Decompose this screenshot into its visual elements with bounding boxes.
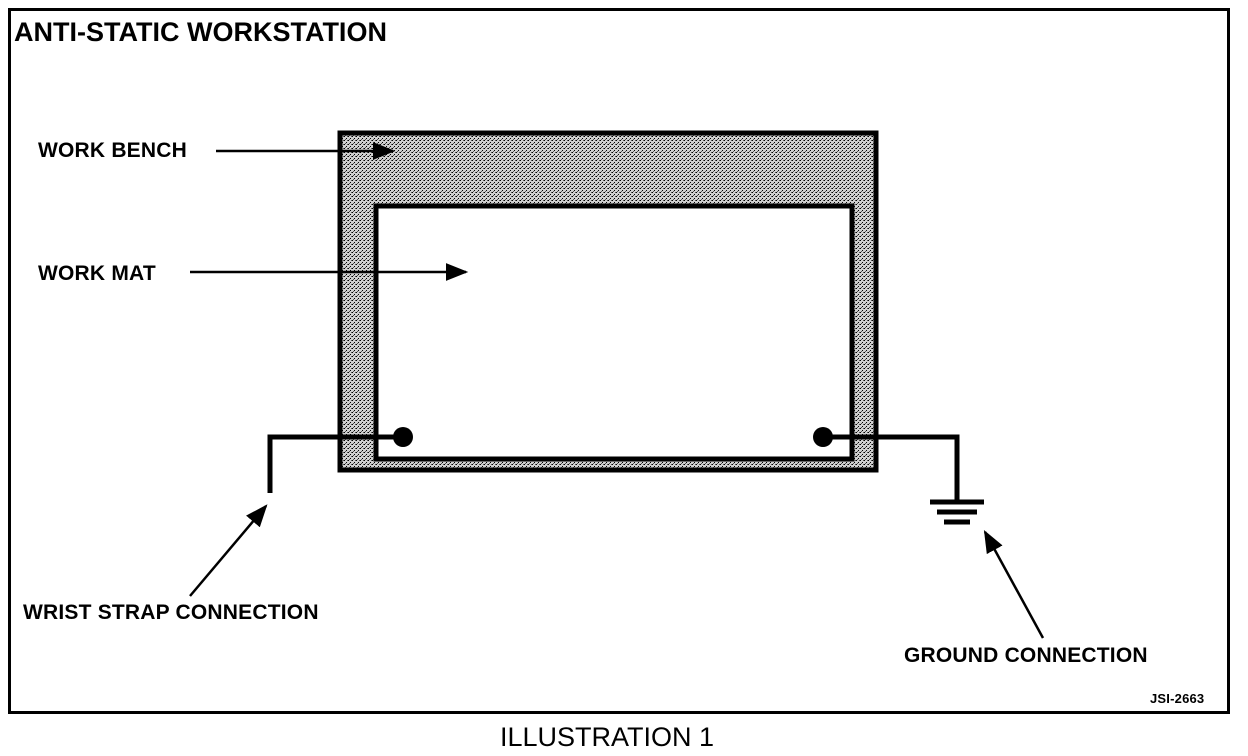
wrist-strap-connection-dot-icon bbox=[393, 427, 413, 447]
ground-symbol-icon bbox=[930, 499, 984, 525]
figure-code: JSI-2663 bbox=[1150, 691, 1205, 706]
work-mat bbox=[373, 203, 855, 462]
figure-caption: ILLUSTRATION 1 bbox=[500, 722, 715, 752]
ground-arrow-icon bbox=[983, 530, 1045, 639]
work-bench-label: WORK BENCH bbox=[38, 139, 187, 162]
wrist-strap-label: WRIST STRAP CONNECTION bbox=[23, 601, 319, 624]
ground-wire bbox=[822, 434, 960, 500]
ground-connection-label: GROUND CONNECTION bbox=[904, 644, 1148, 667]
wrist-strap-wire bbox=[267, 434, 404, 493]
wrist-strap-arrow-icon bbox=[189, 504, 268, 597]
diagram-title: ANTI-STATIC WORKSTATION bbox=[14, 17, 387, 47]
work-mat-label: WORK MAT bbox=[38, 262, 156, 285]
ground-connection-dot-icon bbox=[813, 427, 833, 447]
diagram-frame bbox=[8, 8, 1230, 714]
